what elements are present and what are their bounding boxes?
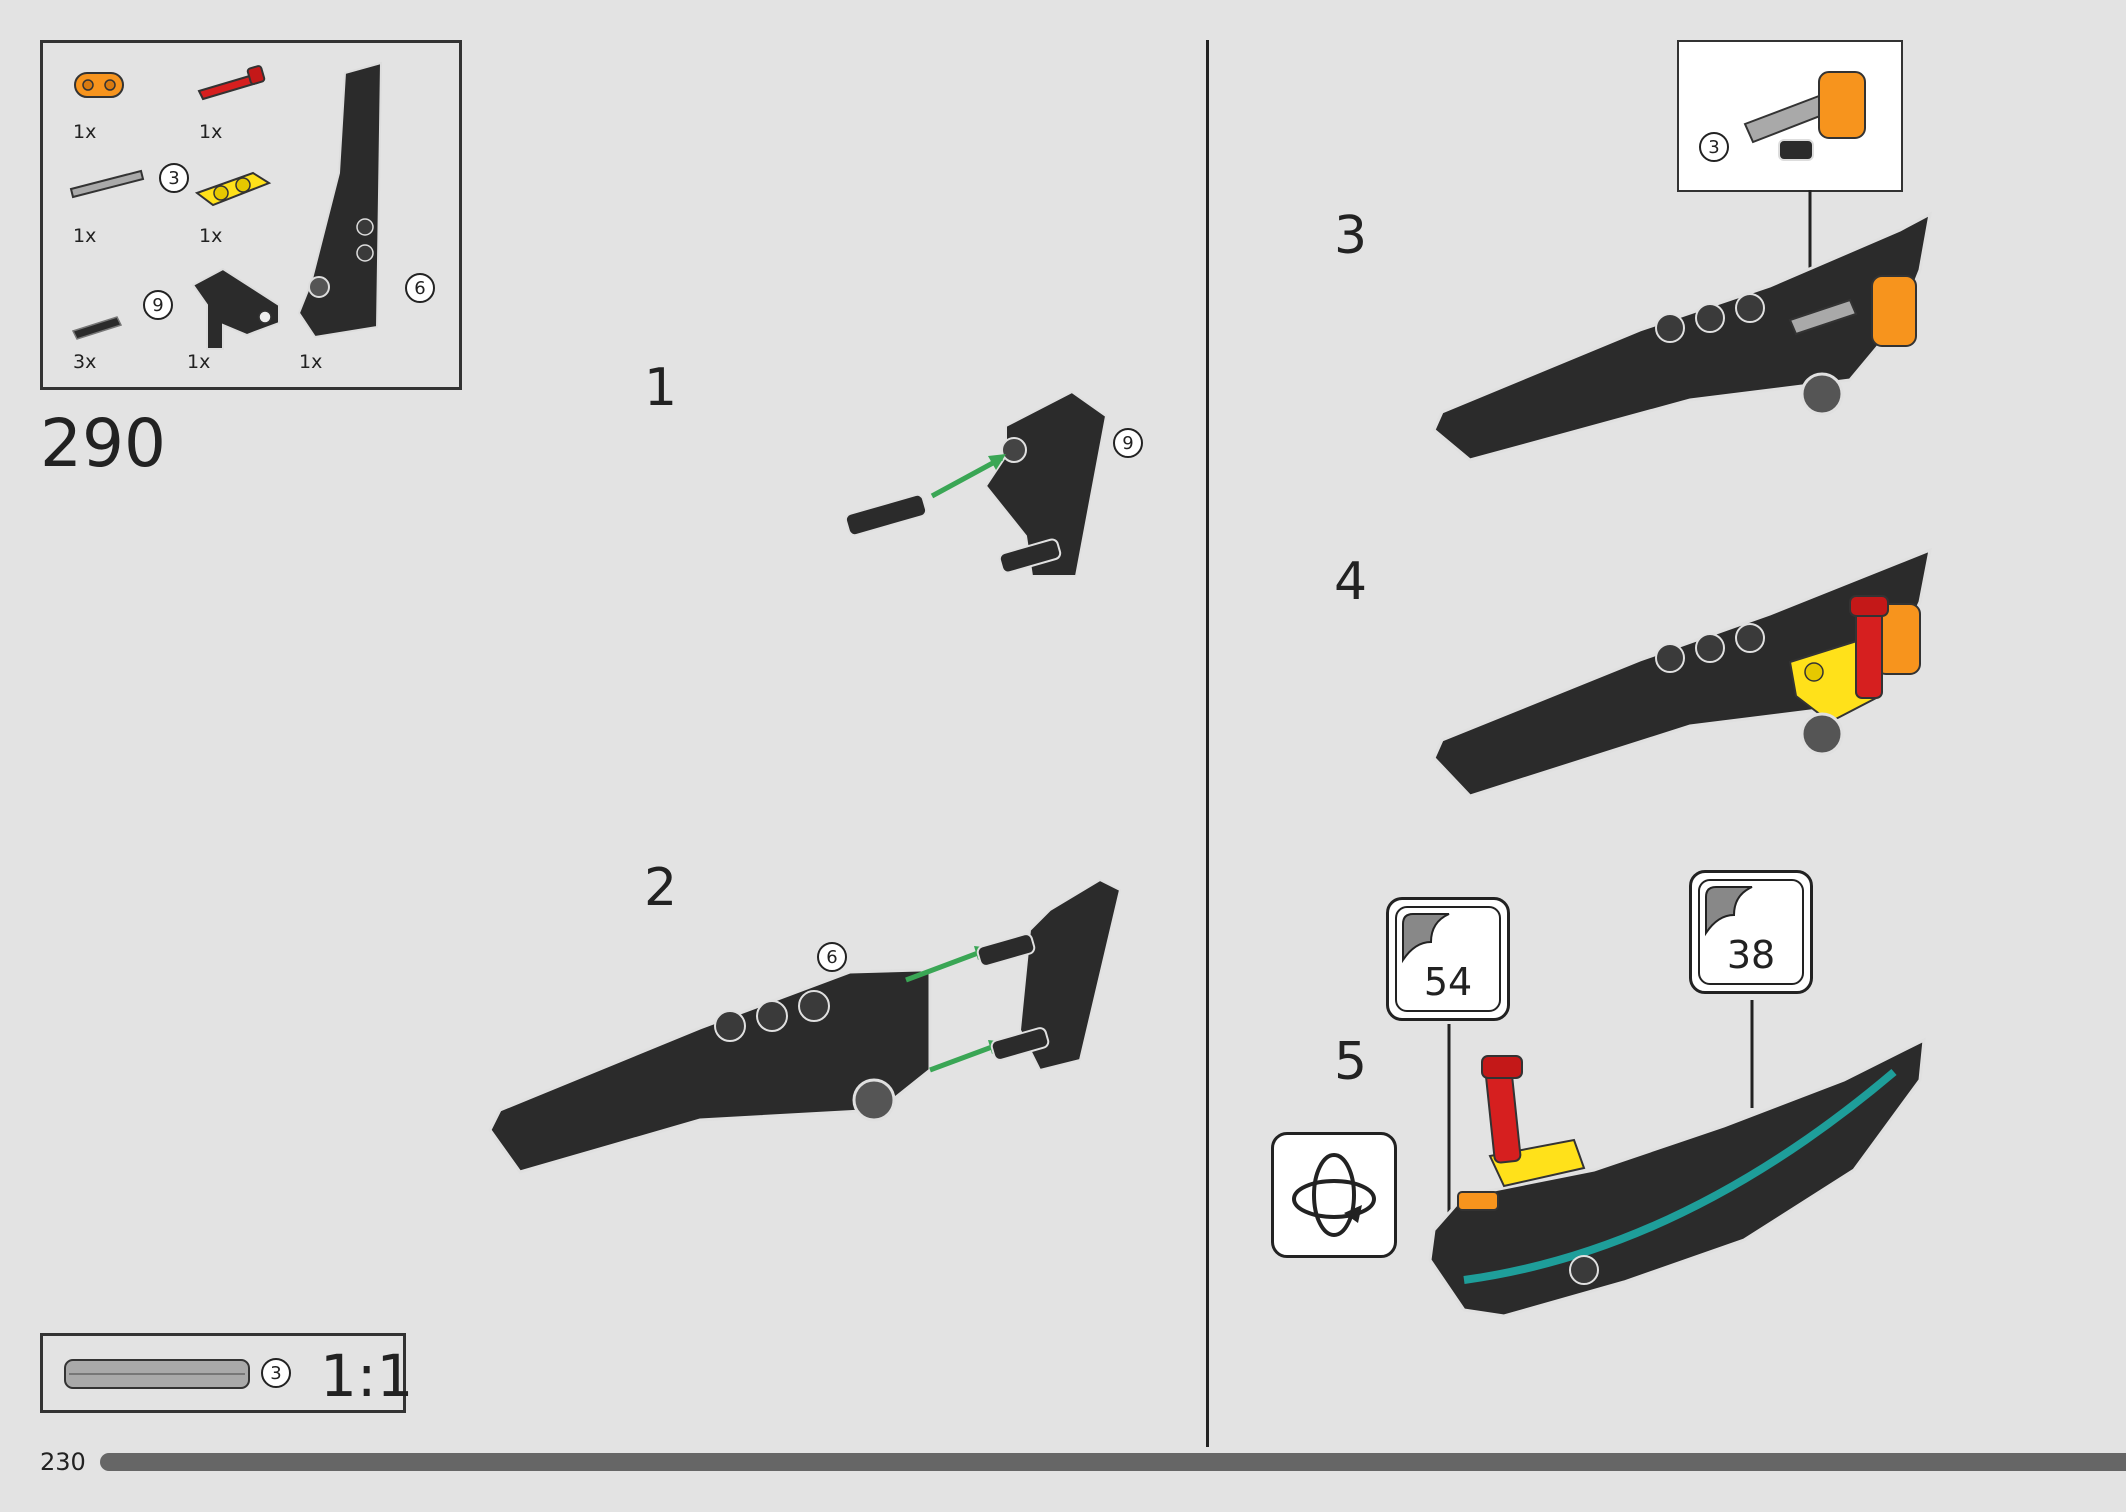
sticker-54-number: 54 <box>1423 960 1473 1004</box>
orange-beam-qty: 1x <box>73 121 97 143</box>
substep-4-illustration <box>1432 547 1932 798</box>
axle-length-callout: 3 <box>159 163 189 193</box>
substep-1-illustration <box>844 390 1108 577</box>
grey-axle-icon <box>69 169 145 199</box>
axle-scale-illustration <box>64 1359 250 1389</box>
grey-axle-qty: 1x <box>73 225 97 247</box>
black-pin-icon <box>71 316 123 340</box>
sticker-38-tag: 38 <box>1689 870 1813 994</box>
substep-4-label: 4 <box>1334 552 1368 612</box>
substep-2-illustration <box>488 878 1122 1174</box>
substep-3-subassembly-box: 3 <box>1677 40 1903 192</box>
parts-list-box: 1x 1x 3 1x 1x 3x 9 1x 6 1x <box>40 40 462 390</box>
bracket-length-callout: 9 <box>143 290 173 320</box>
black-pin-qty: 3x <box>73 351 97 373</box>
scale-length-callout: 3 <box>261 1358 291 1388</box>
sticker-curl-icon <box>1402 913 1450 964</box>
substep-2-callout: 6 <box>817 942 847 972</box>
rotate-model-box <box>1271 1132 1397 1258</box>
substep-2-label: 2 <box>644 858 678 918</box>
sticker-38-number: 38 <box>1726 933 1776 977</box>
page-number: 230 <box>40 1448 86 1476</box>
substep-1-label: 1 <box>644 358 678 418</box>
black-panel-qty: 1x <box>299 351 323 373</box>
subassembly-callout: 3 <box>1699 132 1729 162</box>
progress-bar <box>100 1453 2126 1471</box>
red-pin-icon <box>197 65 266 101</box>
scale-ratio-label: 1:1 <box>320 1342 414 1410</box>
substep-3-label: 3 <box>1334 206 1368 266</box>
panel-length-callout: 6 <box>405 273 435 303</box>
subassembly-illustration <box>1743 71 1866 161</box>
substep-5-label: 5 <box>1334 1032 1368 1092</box>
axle-scale-box: 3 <box>40 1333 406 1413</box>
substep-5-illustration <box>1428 1000 1926 1318</box>
black-panel-icon <box>297 61 383 339</box>
page-step-number: 290 <box>40 405 166 482</box>
red-pin-qty: 1x <box>199 121 223 143</box>
substep-1-callout: 9 <box>1113 428 1143 458</box>
yellow-connector-qty: 1x <box>199 225 223 247</box>
yellow-connector-icon <box>194 171 272 207</box>
rotate-icon <box>1292 1153 1376 1237</box>
orange-beam-icon <box>74 72 124 98</box>
page-divider <box>1206 40 1209 1447</box>
black-bracket-qty: 1x <box>187 351 211 373</box>
black-bracket-icon <box>191 267 280 350</box>
sticker-curl-icon <box>1705 886 1753 937</box>
sticker-54-tag: 54 <box>1386 897 1510 1021</box>
substep-3-illustration <box>1432 190 1933 462</box>
